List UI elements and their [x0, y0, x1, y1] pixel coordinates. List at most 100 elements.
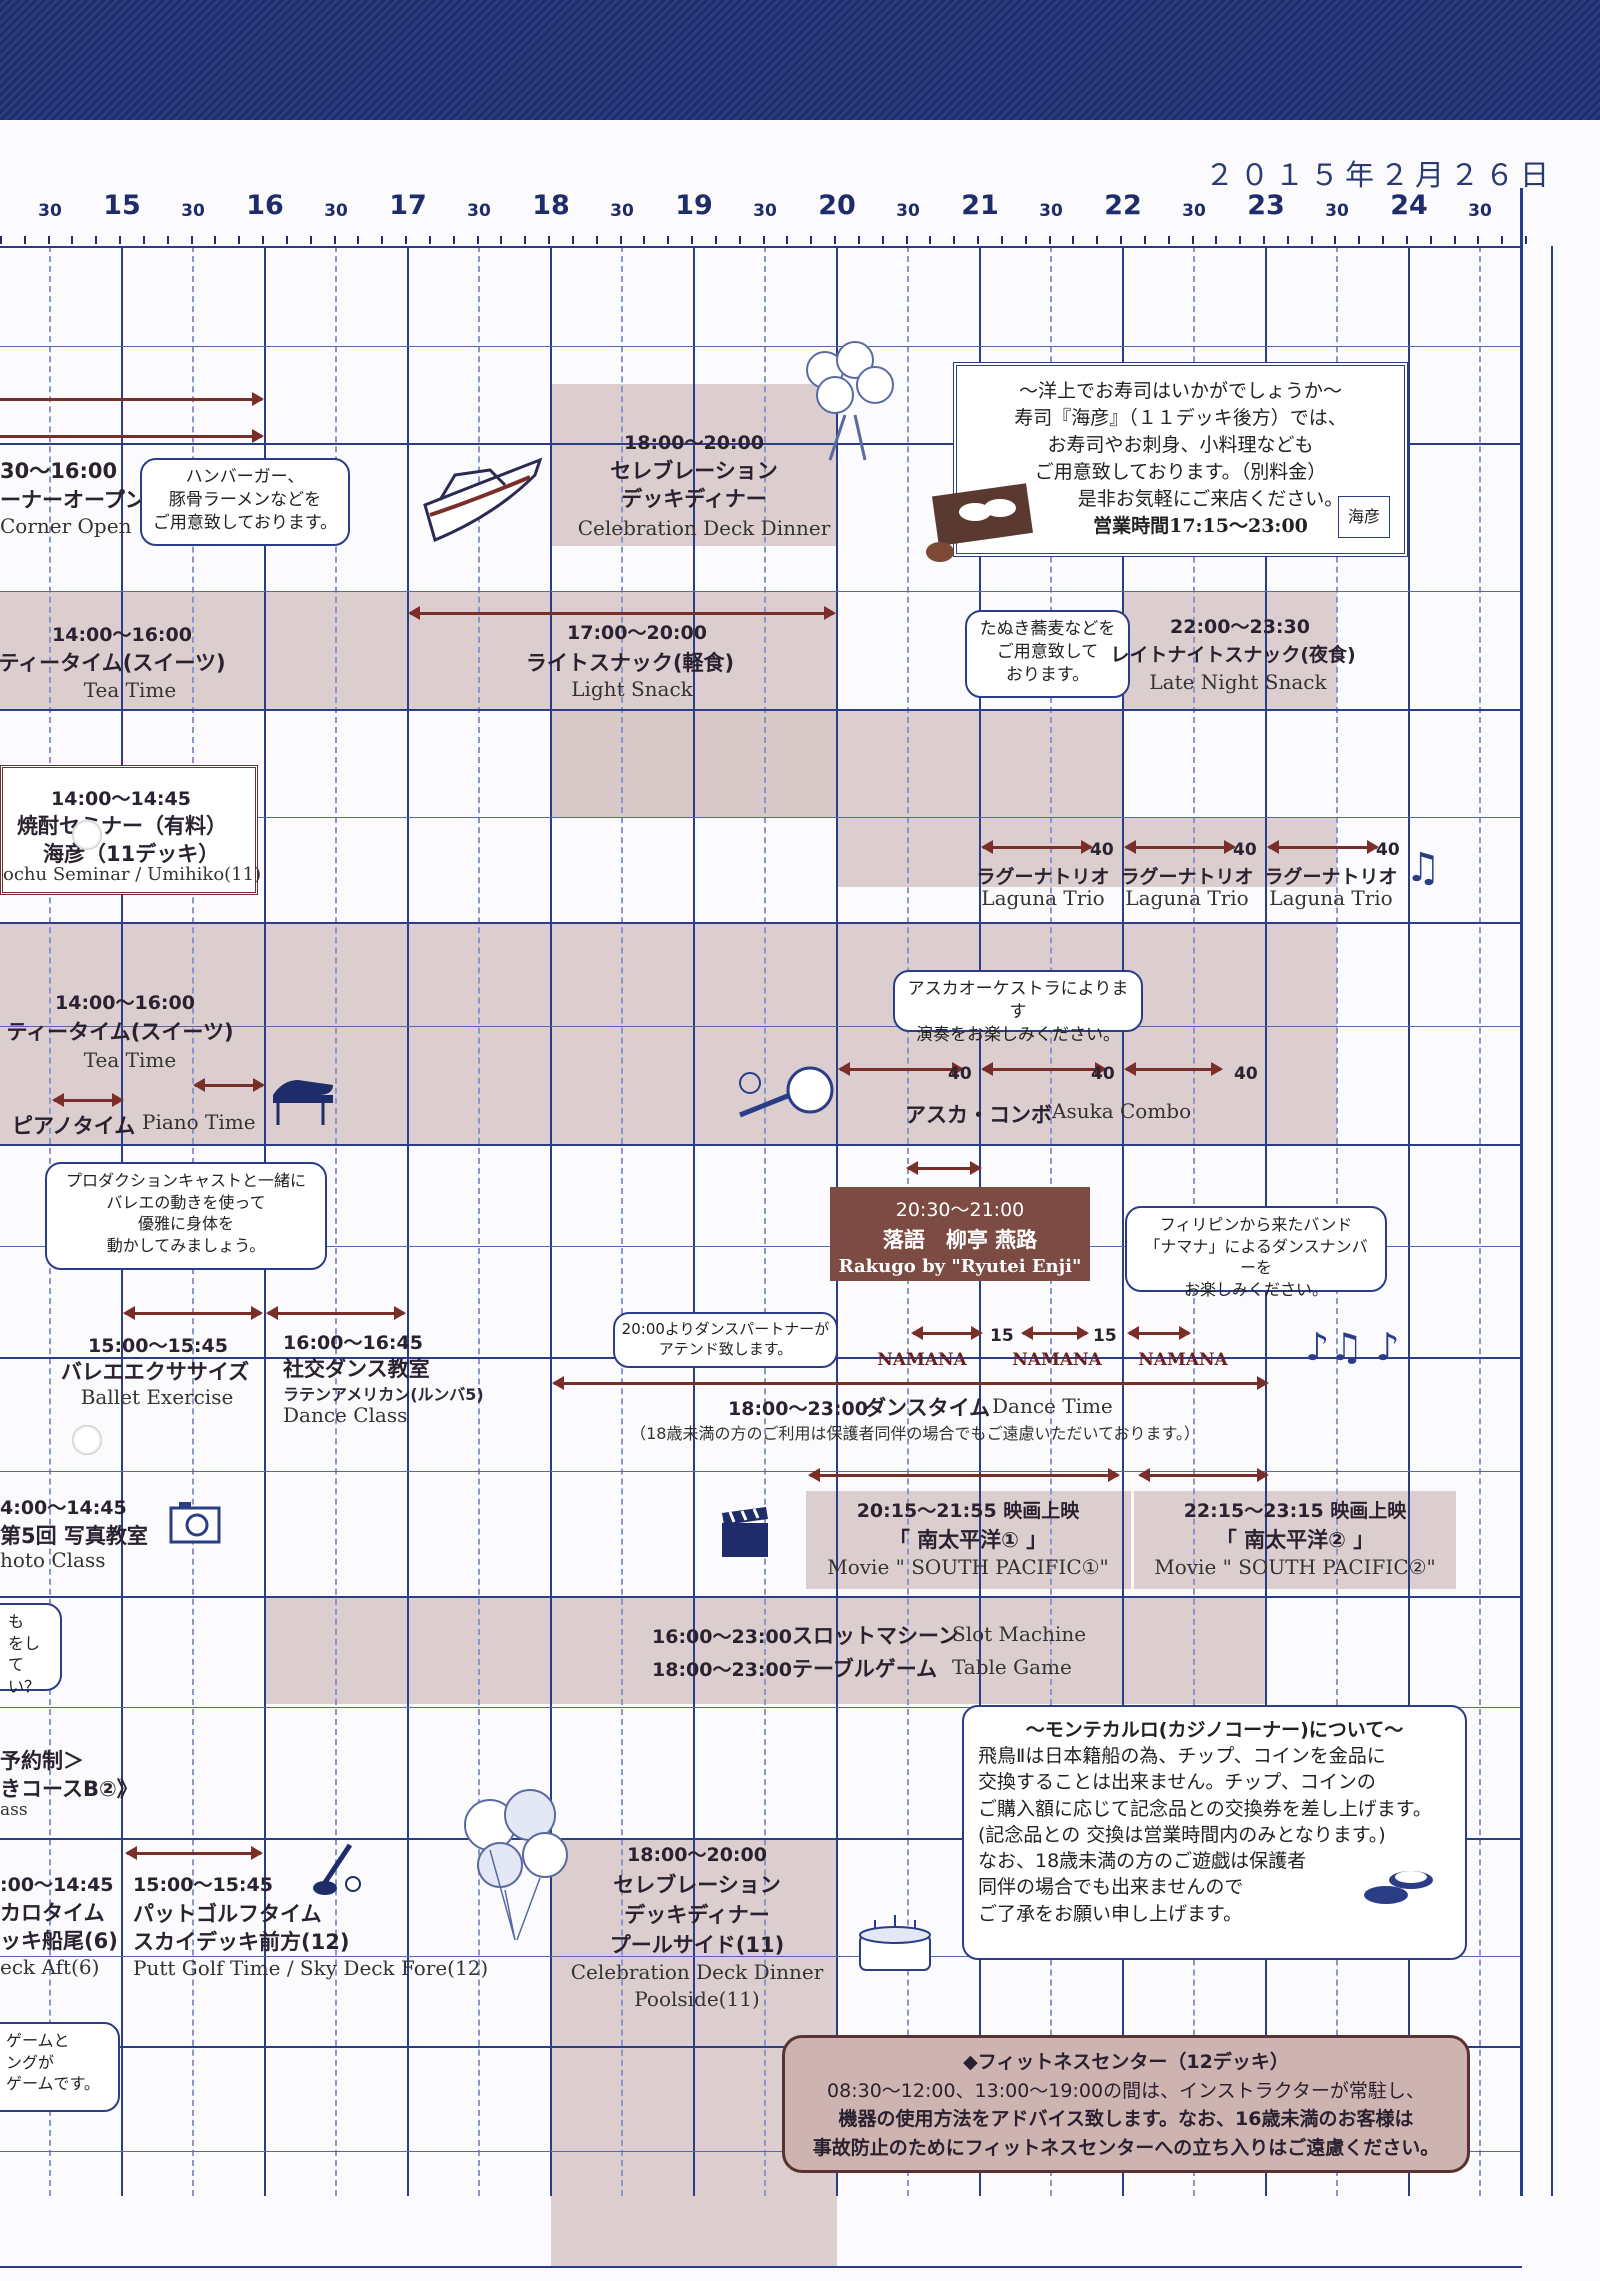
ruler-tick [429, 236, 431, 244]
snack-time: 17:00〜20:00 [567, 622, 707, 644]
seminar-place: 海彦（11デッキ） [43, 842, 220, 866]
dance-time: 18:00〜23:00 [728, 1398, 868, 1420]
ruler-tick [572, 236, 574, 244]
half-hour-label: 30 [1039, 201, 1063, 221]
ruler-tick [214, 236, 216, 244]
trio-name: ラグーナトリオ [976, 866, 1110, 888]
carlo-time: :00〜14:45 [0, 1874, 114, 1896]
hour-gridline [693, 246, 695, 2196]
bubble-line: ハンバーガー、 [185, 467, 305, 487]
casino-notice: 〜モンテカルロ(カジノコーナー)について〜 飛鳥Ⅱは日本籍船の為、チップ、コイン… [962, 1705, 1467, 1960]
fitness-line: 事故防止のためにフィットネスセンターへの立ち入りはご遠慮ください。 [812, 2136, 1440, 2159]
bouquet-icon [775, 330, 915, 474]
event-block [1134, 1491, 1456, 1589]
ruler-tick [739, 236, 741, 244]
social-name: 社交ダンス教室 [283, 1357, 430, 1381]
ruler-tick [643, 236, 645, 244]
namana-label: NAMANA [1012, 1350, 1102, 1370]
soba-bubble: たぬき蕎麦などを ご用意致して おります。 [965, 610, 1130, 698]
ruler-tick [0, 236, 2, 244]
row-gridline [0, 1026, 1522, 1027]
dance-en: Dance Time [992, 1394, 1113, 1418]
minute-label: 40 [1091, 1064, 1115, 1084]
half-hour-label: 30 [896, 201, 920, 221]
sushi-line: お寿司やお刺身、小料理なども [1047, 433, 1314, 456]
ruler-tick [977, 236, 979, 244]
ruler-tick [143, 236, 145, 244]
ruler-tick [1144, 236, 1146, 244]
duration-arrow [838, 1062, 964, 1076]
movie2-title: 「 南太平洋② 」 [1215, 1528, 1375, 1552]
ruler-tick [334, 236, 336, 244]
ruler-tick [786, 236, 788, 244]
corner-time: 30〜16:00 [0, 459, 118, 483]
hour-label: 18 [532, 190, 570, 221]
ruler-tick [405, 236, 407, 244]
hour-label: 15 [103, 190, 141, 221]
fitness-line: 08:30〜12:00、13:00〜19:00の間は、インストラクターが常駐し、 [827, 2079, 1425, 2102]
snack-name: ライトスナック(軽食) [525, 651, 735, 675]
event-block [806, 1491, 1131, 1589]
hour-label: 17 [389, 190, 427, 221]
camera-icon [165, 1490, 225, 1554]
ruler-tick [1454, 236, 1456, 244]
tea-en: Tea Time [83, 678, 177, 702]
table-en: Table Game [952, 1655, 1072, 1679]
carlo-place: ッキ船尾(6) [0, 1929, 118, 1953]
seminar-name: 焼酎セミナー（有料） [17, 814, 227, 838]
minute-label: 40 [948, 1064, 972, 1084]
hamburger-bubble: ハンバーガー、 豚骨ラーメンなどを ご用意致しております。 [140, 458, 350, 546]
combo-name: アスカ・コンボ [905, 1103, 1052, 1127]
row-gridline [0, 1596, 1522, 1598]
movie2-time: 22:15〜23:15 映画上映 [1183, 1500, 1407, 1522]
rakugo-en: Rakugo by "Ryutei Enji" [838, 1256, 1082, 1277]
ruler-tick [1263, 236, 1265, 244]
tea-time: 14:00〜16:00 [55, 992, 195, 1014]
hour-gridline [407, 246, 409, 2196]
ruler-tick [1025, 236, 1027, 244]
ruler-tick [715, 236, 717, 244]
half-hour-label: 30 [1325, 201, 1349, 221]
dinner-name-2: デッキディナー [621, 487, 767, 511]
ruler-tick [167, 236, 169, 244]
hour-label: 24 [1390, 190, 1428, 221]
social-time: 16:00〜16:45 [283, 1332, 423, 1354]
bubble-line: ングが [6, 2052, 55, 2072]
seminar-box: 14:00〜14:45 焼酎セミナー（有料） 海彦（11デッキ） ochu Se… [0, 765, 261, 895]
movie2-en: Movie " SOUTH PACIFIC②" [1154, 1555, 1436, 1579]
late-snack-en: Late Night Snack [1149, 670, 1327, 694]
row-gridline [0, 346, 1522, 347]
ruler-tick [286, 236, 288, 244]
slot-time: 16:00〜23:00 [652, 1626, 792, 1648]
golf-fragment: きコースB②》 [0, 1777, 138, 1801]
balloons-icon [445, 1780, 585, 1954]
half-hour-label: 30 [38, 201, 62, 221]
bubble-line: ご用意致して [996, 641, 1099, 662]
ruler-tick [1477, 236, 1479, 244]
grid-right-border [1520, 188, 1523, 2196]
row-gridline [0, 1144, 1522, 1146]
ruler-tick [1239, 236, 1241, 244]
duration-arrow [1267, 840, 1379, 854]
seminar-time: 14:00〜14:45 [51, 788, 191, 810]
ruler-tick [1120, 236, 1122, 244]
ship-icon [415, 445, 555, 559]
half-hour-gridline [335, 246, 337, 2196]
row-gridline [0, 1471, 1522, 1472]
hour-label: 21 [961, 190, 999, 221]
half-hour-gridline [621, 246, 623, 2196]
ruler-tick [929, 236, 931, 244]
event-block [1123, 591, 1337, 709]
ruler-tick [453, 236, 455, 244]
minute-label: 15 [990, 1326, 1014, 1346]
ruler-tick [858, 236, 860, 244]
ruler-tick [95, 236, 97, 244]
row-gridline [0, 443, 1522, 445]
pool-name-3: プールサイド(11) [609, 1933, 785, 1957]
casino-chips-icon [1356, 1855, 1446, 1922]
duration-arrow [552, 1376, 1269, 1390]
ruler-tick [310, 236, 312, 244]
dinner-name-1: セレブレーション [610, 459, 778, 483]
row-gridline [0, 2266, 1522, 2268]
bubble-line: 20:00よりダンスパートナーが [621, 1320, 830, 1338]
